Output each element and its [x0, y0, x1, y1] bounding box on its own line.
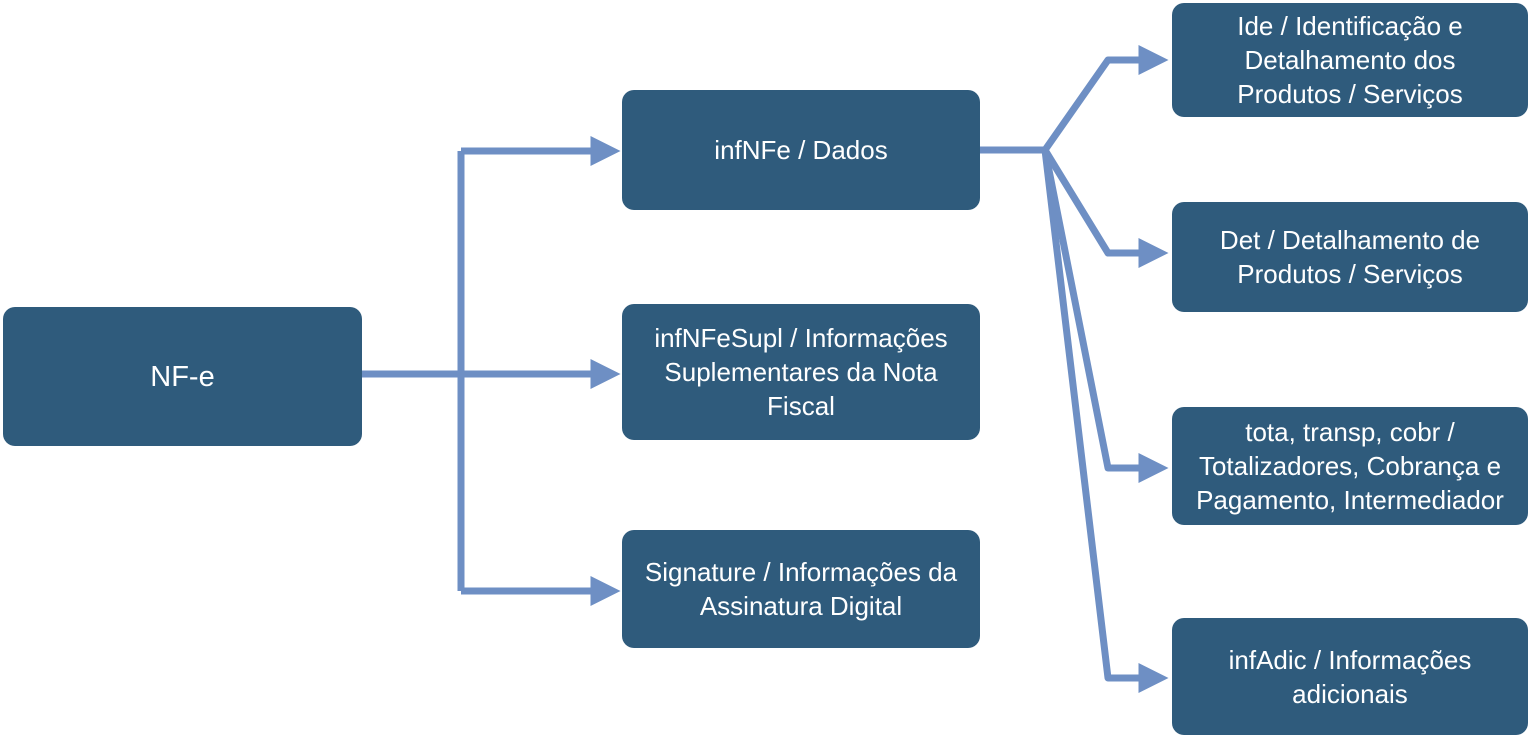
node-infnfesupl-label: infNFeSupl / Informações Suplementares d… — [654, 323, 948, 421]
node-ide-label: Ide / Identificação e Detalhamento dos P… — [1237, 11, 1463, 109]
node-det: Det / Detalhamento de Produtos / Serviço… — [1172, 202, 1528, 312]
node-nfe: NF-e — [3, 307, 362, 446]
node-det-label: Det / Detalhamento de Produtos / Serviço… — [1219, 225, 1481, 289]
edge-infnfe-ide — [1042, 45, 1169, 153]
node-infnfesupl: infNFeSupl / Informações Suplementares d… — [622, 304, 980, 440]
node-signature: Signature / Informações da Assinatura Di… — [622, 530, 980, 648]
node-tota-transp-cobr-label: tota, transp, cobr / Totalizadores, Cobr… — [1196, 417, 1504, 515]
node-infnfe-dados: infNFe / Dados — [622, 90, 980, 210]
edge-infnfe-det — [1042, 148, 1169, 268]
edge-infnfe-infadic — [1041, 149, 1169, 693]
edge-infnfe-tota — [1041, 149, 1169, 483]
node-infadic: infAdic / Informações adicionais — [1172, 618, 1528, 735]
node-signature-label: Signature / Informações da Assinatura Di… — [644, 557, 958, 621]
node-ide: Ide / Identificação e Detalhamento dos P… — [1172, 3, 1528, 117]
node-infadic-label: infAdic / Informações adicionais — [1228, 644, 1472, 709]
node-nfe-label: NF-e — [150, 360, 215, 393]
node-tota-transp-cobr: tota, transp, cobr / Totalizadores, Cobr… — [1172, 407, 1528, 525]
edge-nfe-trunk — [362, 151, 465, 591]
node-infnfe-dados-label: infNFe / Dados — [714, 135, 888, 165]
